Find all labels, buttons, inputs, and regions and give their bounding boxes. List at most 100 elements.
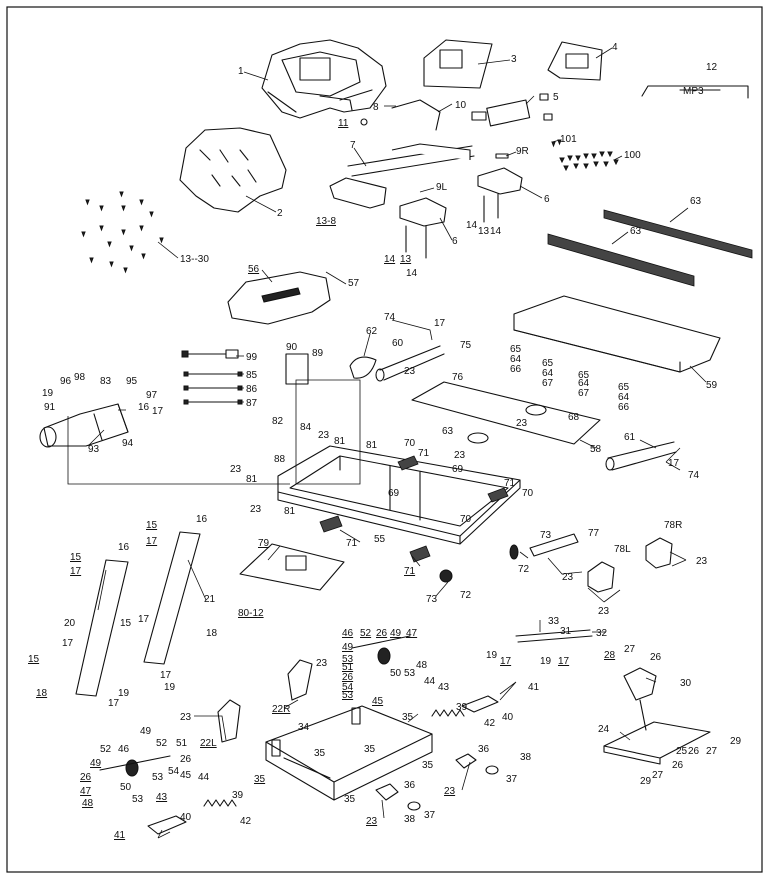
label-43b: 43 — [156, 792, 168, 803]
label-57: 57 — [348, 278, 360, 289]
label-29b: 29 — [640, 776, 652, 787]
label-22l: 22L — [200, 738, 217, 749]
motor-cover-part — [227, 271, 331, 325]
label-60: 60 — [392, 338, 404, 349]
side-rails-part-63 — [547, 209, 753, 287]
label-71a: 71 — [418, 448, 430, 459]
label-36a: 36 — [478, 744, 490, 755]
label-74a: 74 — [384, 312, 396, 323]
label-18a: 18 — [206, 628, 218, 639]
callout-labels: 1 2 3 4 5 8 10 11 12 MP3 7 9R 9L 101 100… — [28, 42, 742, 841]
label-95: 95 — [126, 376, 138, 387]
label-26d: 26 — [180, 754, 192, 765]
label-16a: 16 — [138, 402, 150, 413]
rear-end-cap-parts — [529, 533, 673, 593]
label-72a: 72 — [518, 564, 530, 575]
rear-roller-part — [605, 441, 677, 471]
label-70a: 70 — [404, 438, 416, 449]
label-101: 101 — [560, 134, 577, 145]
label-85: 85 — [246, 370, 258, 381]
mp3-cable-part — [641, 85, 749, 99]
label-45b: 45 — [180, 770, 192, 781]
label-52b: 52 — [100, 744, 112, 755]
label-3: 3 — [511, 54, 517, 65]
label-40b: 40 — [180, 812, 192, 823]
incline-frame-part — [603, 721, 711, 765]
label-82: 82 — [272, 416, 284, 427]
upright-left-part — [75, 559, 129, 697]
label-54a: 54 — [342, 682, 354, 693]
label-64b: 64 — [542, 368, 554, 379]
label-38b: 38 — [404, 814, 416, 825]
label-6b: 6 — [452, 236, 458, 247]
main-frame-part — [277, 445, 521, 545]
label-49d: 49 — [90, 758, 102, 769]
label-9l: 9L — [436, 182, 448, 193]
label-48a: 48 — [416, 660, 428, 671]
rear-covers-part-22 — [217, 659, 313, 743]
label-23i: 23 — [598, 606, 610, 617]
label-23d: 23 — [230, 464, 242, 475]
label-74b: 74 — [688, 470, 700, 481]
label-27a: 27 — [624, 644, 636, 655]
label-45a: 45 — [372, 696, 384, 707]
label-94: 94 — [122, 438, 134, 449]
label-67a: 67 — [542, 378, 554, 389]
label-78l: 78L — [614, 544, 631, 555]
label-23k: 23 — [180, 712, 192, 723]
label-16b: 16 — [196, 514, 208, 525]
label-17e: 17 — [70, 566, 82, 577]
label-69b: 69 — [388, 488, 400, 499]
label-86: 86 — [246, 384, 258, 395]
label-26g: 26 — [672, 760, 684, 771]
label-79: 79 — [258, 538, 270, 549]
label-91: 91 — [44, 402, 56, 413]
label-51b: 51 — [176, 738, 188, 749]
label-47b: 47 — [80, 786, 92, 797]
label-48b: 48 — [82, 798, 94, 809]
label-65c: 65 — [578, 370, 590, 381]
label-87: 87 — [246, 398, 258, 409]
label-14d: 14 — [406, 268, 418, 279]
label-2: 2 — [277, 208, 283, 219]
label-1: 1 — [238, 66, 244, 77]
drive-motor-part — [39, 403, 129, 448]
label-46b: 46 — [118, 744, 130, 755]
label-39a: 39 — [456, 702, 468, 713]
label-66a: 66 — [510, 364, 522, 375]
label-40a: 40 — [502, 712, 514, 723]
label-23h: 23 — [696, 556, 708, 567]
label-17d: 17 — [146, 536, 158, 547]
label-33: 33 — [548, 616, 560, 627]
label-65d: 65 — [618, 382, 630, 393]
label-31: 31 — [560, 626, 572, 637]
label-23b: 23 — [516, 418, 528, 429]
label-56: 56 — [248, 264, 260, 275]
label-12: 12 — [706, 62, 718, 73]
label-24: 24 — [598, 724, 610, 735]
label-20: 20 — [64, 618, 76, 629]
label-53d: 53 — [132, 794, 144, 805]
label-mp3: MP3 — [683, 86, 704, 97]
label-77: 77 — [588, 528, 600, 539]
label-19a: 19 — [42, 388, 54, 399]
label-37a: 37 — [506, 774, 518, 785]
label-53b: 53 — [404, 668, 416, 679]
label-65a: 65 — [510, 344, 522, 355]
label-81a: 81 — [334, 436, 346, 447]
label-70b: 70 — [522, 488, 534, 499]
label-80-12: 80-12 — [238, 608, 264, 619]
label-93: 93 — [88, 444, 100, 455]
incline-motor-part — [623, 667, 657, 731]
label-17a: 17 — [434, 318, 446, 329]
label-75: 75 — [460, 340, 472, 351]
leader-lines — [67, 47, 707, 839]
label-49a: 49 — [390, 628, 402, 639]
label-42a: 42 — [484, 718, 496, 729]
label-73b: 73 — [426, 594, 438, 605]
springs-part-39 — [203, 709, 465, 807]
label-17k: 17 — [558, 656, 570, 667]
label-17b: 17 — [152, 406, 164, 417]
deck-plate-part — [411, 381, 601, 445]
